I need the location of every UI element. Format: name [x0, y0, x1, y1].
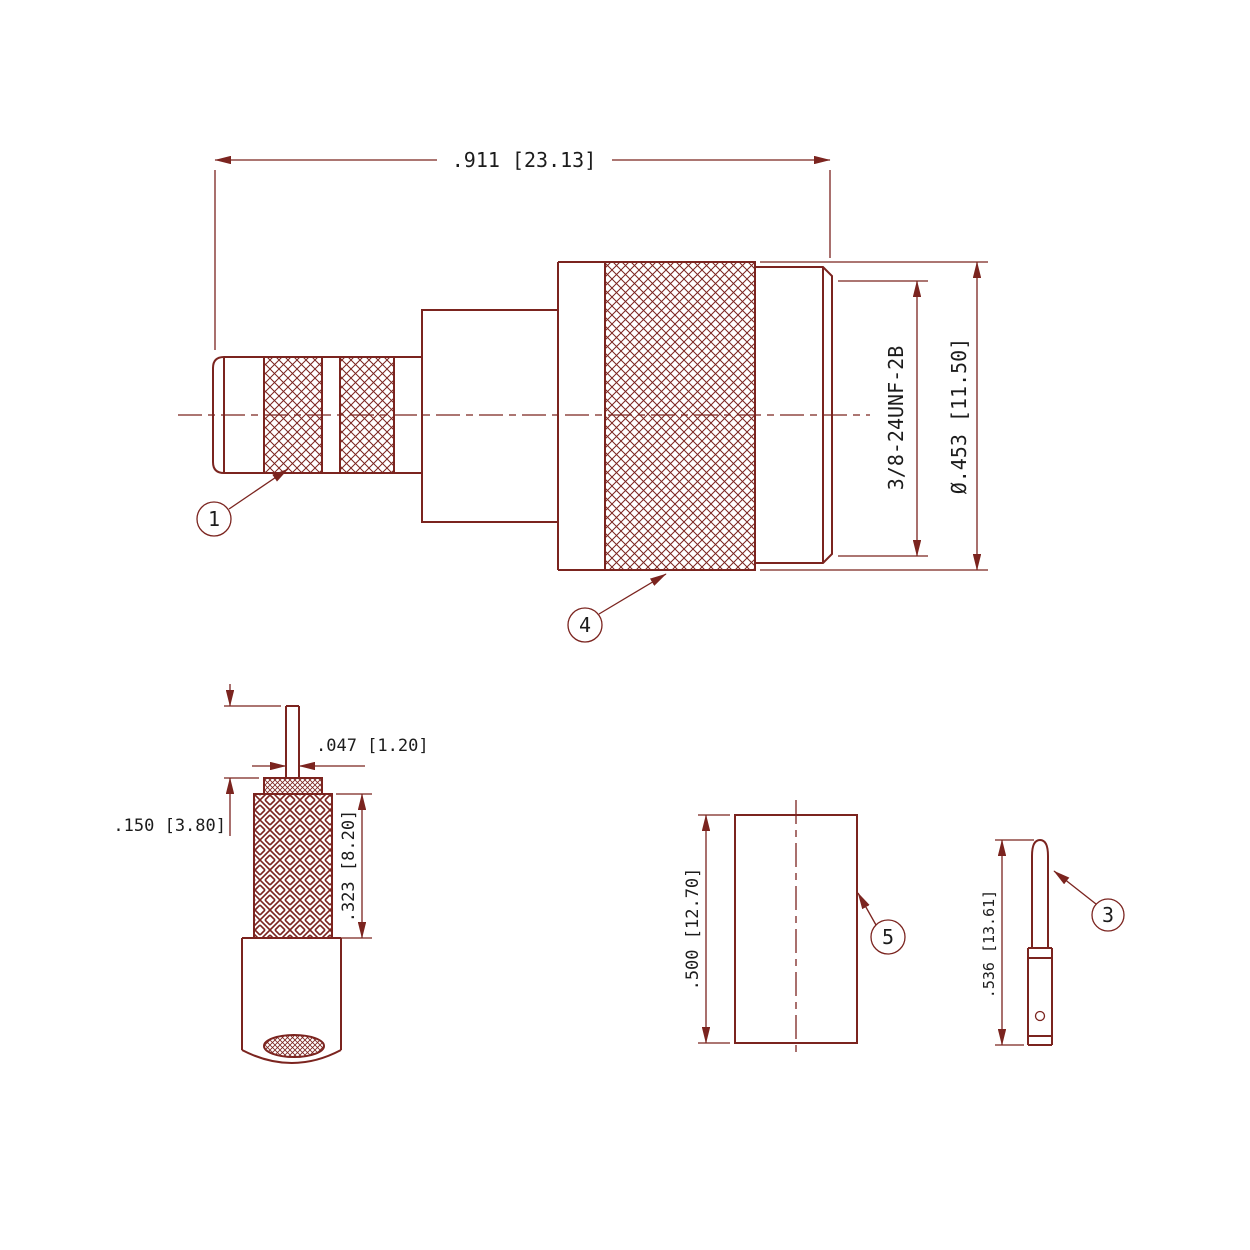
conductor-length-text: .150 [3.80] [113, 816, 226, 836]
pin-body [1027, 838, 1053, 1046]
balloon-5: 5 [857, 892, 906, 955]
center-pin-view: .536 [13.61] 3 [980, 838, 1125, 1046]
balloon-5-label: 5 [882, 925, 894, 949]
center-conductor [285, 705, 300, 778]
balloon-5-circle [870, 919, 906, 955]
cable-end-core [263, 1034, 325, 1058]
balloon-4-label: 4 [579, 613, 591, 637]
connector-body [178, 261, 870, 571]
dim-ferrule-length: .500 [12.70] [683, 814, 730, 1044]
dim-conductor-diameter: .047 [1.20] [252, 736, 429, 771]
thread-spec-text: 3/8-24UNF-2B [884, 346, 908, 491]
balloon-1-circle [196, 501, 232, 537]
ferrule-length-text: .500 [12.70] [683, 868, 703, 991]
balloon-1-label: 1 [208, 507, 220, 531]
dim-braid-length: .323 [8.20] [336, 793, 372, 939]
balloon-3-circle [1091, 898, 1125, 932]
dim-outer-diameter: Ø.453 [11.50] [760, 261, 988, 571]
braid-crimp-cap [263, 777, 323, 795]
braid-length-text: .323 [8.20] [339, 810, 359, 923]
dim-overall-width: .911 [23.13] [214, 148, 831, 350]
cable-prep-view: .150 [3.80] .047 [1.20] .323 [8.20] [113, 684, 429, 1064]
cable-jacket [241, 937, 342, 1064]
balloon-3-label: 3 [1102, 903, 1114, 927]
balloon-4: 4 [567, 573, 667, 643]
dim-overall-width-text: .911 [23.13] [452, 148, 597, 172]
dim-pin-length: .536 [13.61] [980, 839, 1034, 1046]
conductor-diameter-text: .047 [1.20] [316, 736, 429, 756]
balloon-3: 3 [1053, 870, 1125, 932]
pin-inspection-hole [1034, 1010, 1046, 1022]
outer-diameter-text: Ø.453 [11.50] [947, 338, 971, 495]
balloon-1: 1 [196, 468, 289, 537]
ferrule-view: .500 [12.70] 5 [683, 800, 906, 1058]
pin-length-text: .536 [13.61] [980, 890, 998, 998]
dim-conductor-length: .150 [3.80] [113, 684, 281, 836]
balloon-4-circle [567, 607, 603, 643]
coupling-nut-knurl [604, 261, 756, 571]
braid-section [253, 793, 333, 939]
body-flange [421, 309, 559, 523]
main-connector-view: .911 [23.13] [178, 148, 988, 643]
dim-thread-spec: 3/8-24UNF-2B [838, 280, 928, 557]
